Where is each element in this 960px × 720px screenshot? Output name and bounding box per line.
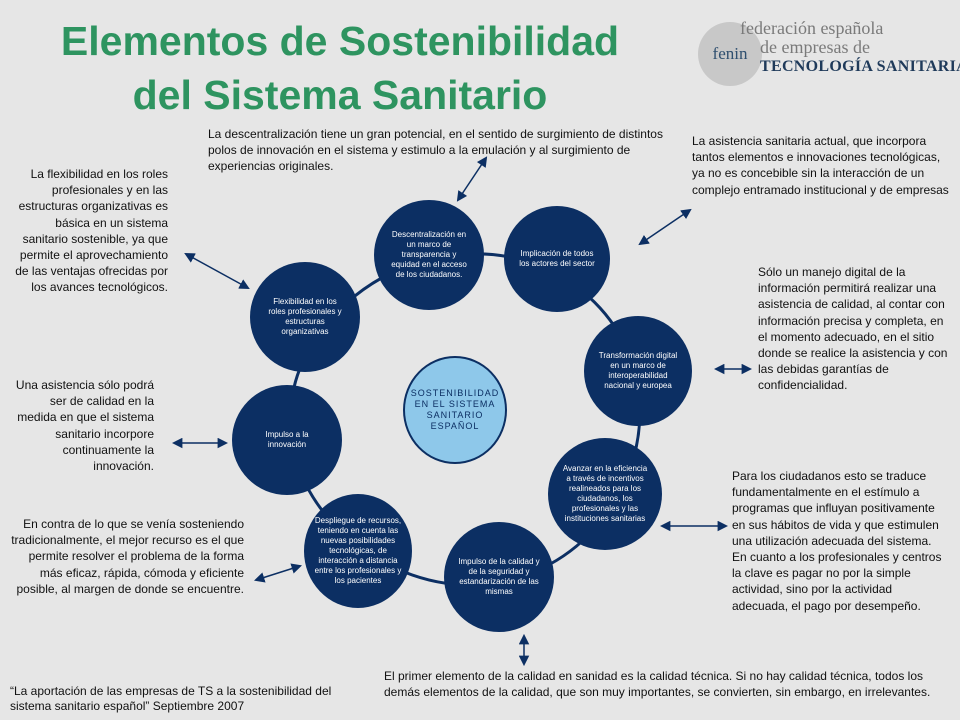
logo-text-line-3: TECNOLOGÍA SANITARIA (760, 58, 960, 75)
node-flexibilidad: Flexibilidad en los roles profesionales … (250, 262, 360, 372)
node-despliegue: Despliegue de recursos, teniendo en cuen… (304, 494, 412, 608)
footer-citation: “La aportación de las empresas de TS a l… (10, 684, 332, 713)
note-transformacion-digital: Sólo un manejo digital de la información… (758, 265, 948, 393)
node-implicacion: Implicación de todos los actores del sec… (504, 206, 610, 312)
arrow-flexibilidad (184, 252, 250, 290)
note-implicacion: La asistencia sanitaria actual, que inco… (692, 134, 949, 197)
note-descentralizacion: La descentralización tiene un gran poten… (208, 127, 663, 174)
node-eficiencia: Avanzar en la eficiencia a través de inc… (548, 438, 662, 550)
note-calidad: El primer elemento de la calidad en sani… (384, 669, 931, 700)
arrow-despliegue (253, 563, 303, 583)
note-flexibilidad: La flexibilidad en los roles profesional… (15, 167, 168, 295)
logo-text-line-2: de empresas de (760, 37, 870, 57)
node-innovacion: Impulso a la innovación (232, 385, 342, 495)
arrow-descentralizacion (456, 156, 488, 202)
arrow-implicacion (638, 208, 692, 246)
page-title: Elementos de Sostenibilidad del Sistema … (20, 14, 660, 122)
node-descentralizacion: Descentralización en un marco de transpa… (374, 200, 484, 310)
node-calidad: Impulso de la calidad y de la seguridad … (444, 522, 554, 632)
node-transformacion-digital: Transformación digital en un marco de in… (584, 316, 692, 426)
title-line-1: Elementos de Sostenibilidad (60, 18, 620, 64)
logo-mark: fenin (698, 22, 762, 86)
title-line-2: del Sistema Sanitario (132, 72, 548, 118)
note-eficiencia: Para los ciudadanos esto se traduce fund… (732, 469, 942, 613)
note-innovacion: Una asistencia sólo podrá ser de calidad… (15, 378, 154, 474)
fenin-logo: fenin federación española de empresas de… (698, 18, 960, 98)
center-node-sostenibilidad: SOSTENIBILIDAD EN EL SISTEMA SANITARIO E… (403, 356, 507, 464)
logo-text-line-1: federación española (740, 18, 884, 38)
note-despliegue: En contra de lo que se venía sosteniendo… (11, 517, 244, 596)
